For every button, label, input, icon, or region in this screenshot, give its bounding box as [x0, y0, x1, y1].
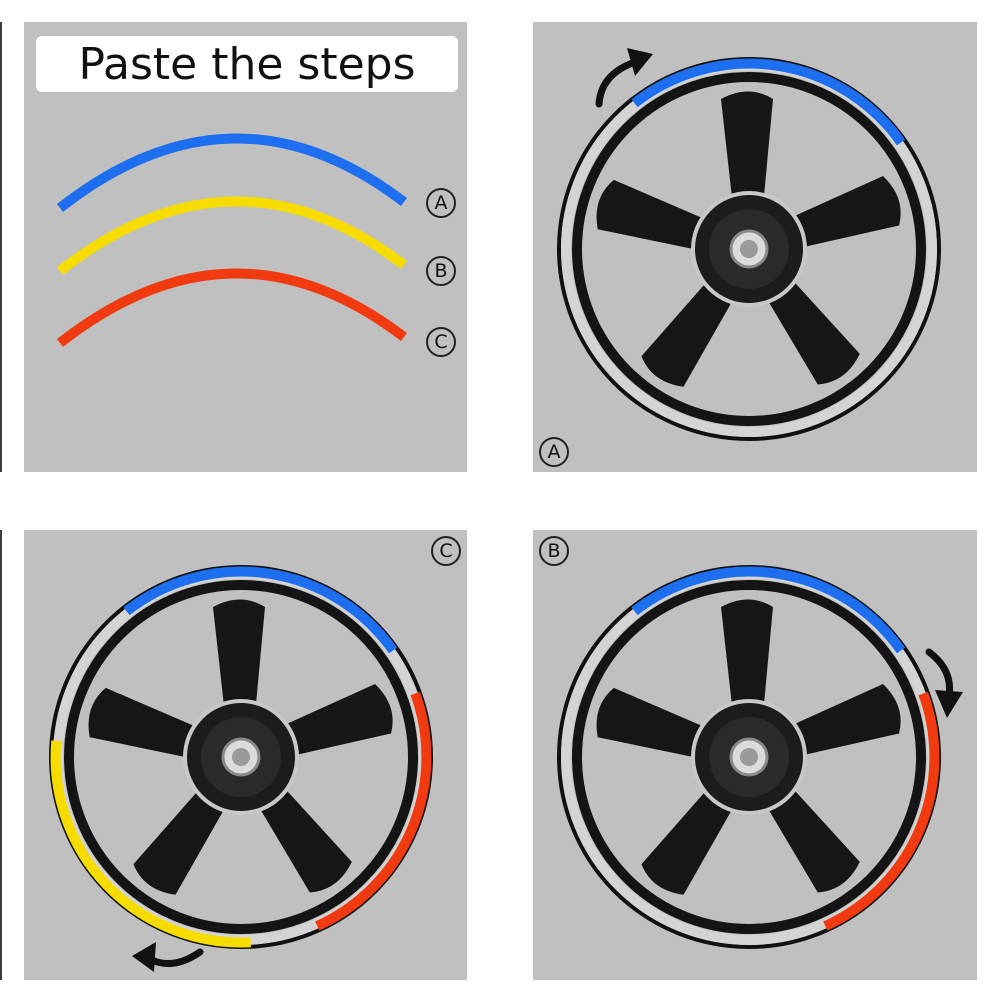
- strip-label-b: B: [426, 256, 456, 286]
- step-c-panel: C: [24, 530, 467, 980]
- strip-label-a: A: [426, 188, 456, 218]
- step-label: C: [431, 536, 461, 566]
- strips-illustration: [56, 133, 408, 347]
- step-label: B: [539, 536, 569, 566]
- wheel-image: [49, 565, 433, 972]
- curved-arrow-head: [935, 690, 963, 718]
- yellow-stripe-on-rim: [50, 740, 251, 948]
- step-a-panel: A: [533, 22, 977, 472]
- title-banner: Paste the steps: [36, 36, 458, 92]
- blue-stripe-on-rim: [631, 566, 906, 654]
- wheel-image: [557, 48, 941, 441]
- wheel: [557, 565, 941, 949]
- red-stripe-on-rim: [823, 691, 940, 931]
- step-b-panel: B: [533, 530, 977, 980]
- left-divider-top: [0, 22, 2, 472]
- blue-strip: [56, 133, 408, 212]
- red-strip: [56, 268, 408, 347]
- curved-arrow-icon: [925, 648, 954, 700]
- wheel: [557, 57, 941, 441]
- blue-stripe-on-rim: [123, 566, 398, 654]
- strip-label-c: C: [426, 327, 456, 357]
- blue-stripe-on-rim: [631, 58, 906, 146]
- wheel-image: [557, 565, 963, 949]
- steps-legend-panel: Paste the steps A B C: [24, 22, 467, 472]
- left-divider-bottom: [0, 530, 2, 980]
- page-title: Paste the steps: [78, 38, 416, 90]
- step-label: A: [539, 437, 569, 467]
- curved-arrow-icon: [148, 948, 204, 968]
- wheel: [49, 565, 433, 949]
- yellow-strip: [56, 196, 408, 275]
- curved-arrow-icon: [595, 58, 639, 108]
- curved-arrow-head: [627, 48, 653, 76]
- red-stripe-on-rim: [315, 691, 432, 931]
- curved-arrow-head: [132, 942, 156, 972]
